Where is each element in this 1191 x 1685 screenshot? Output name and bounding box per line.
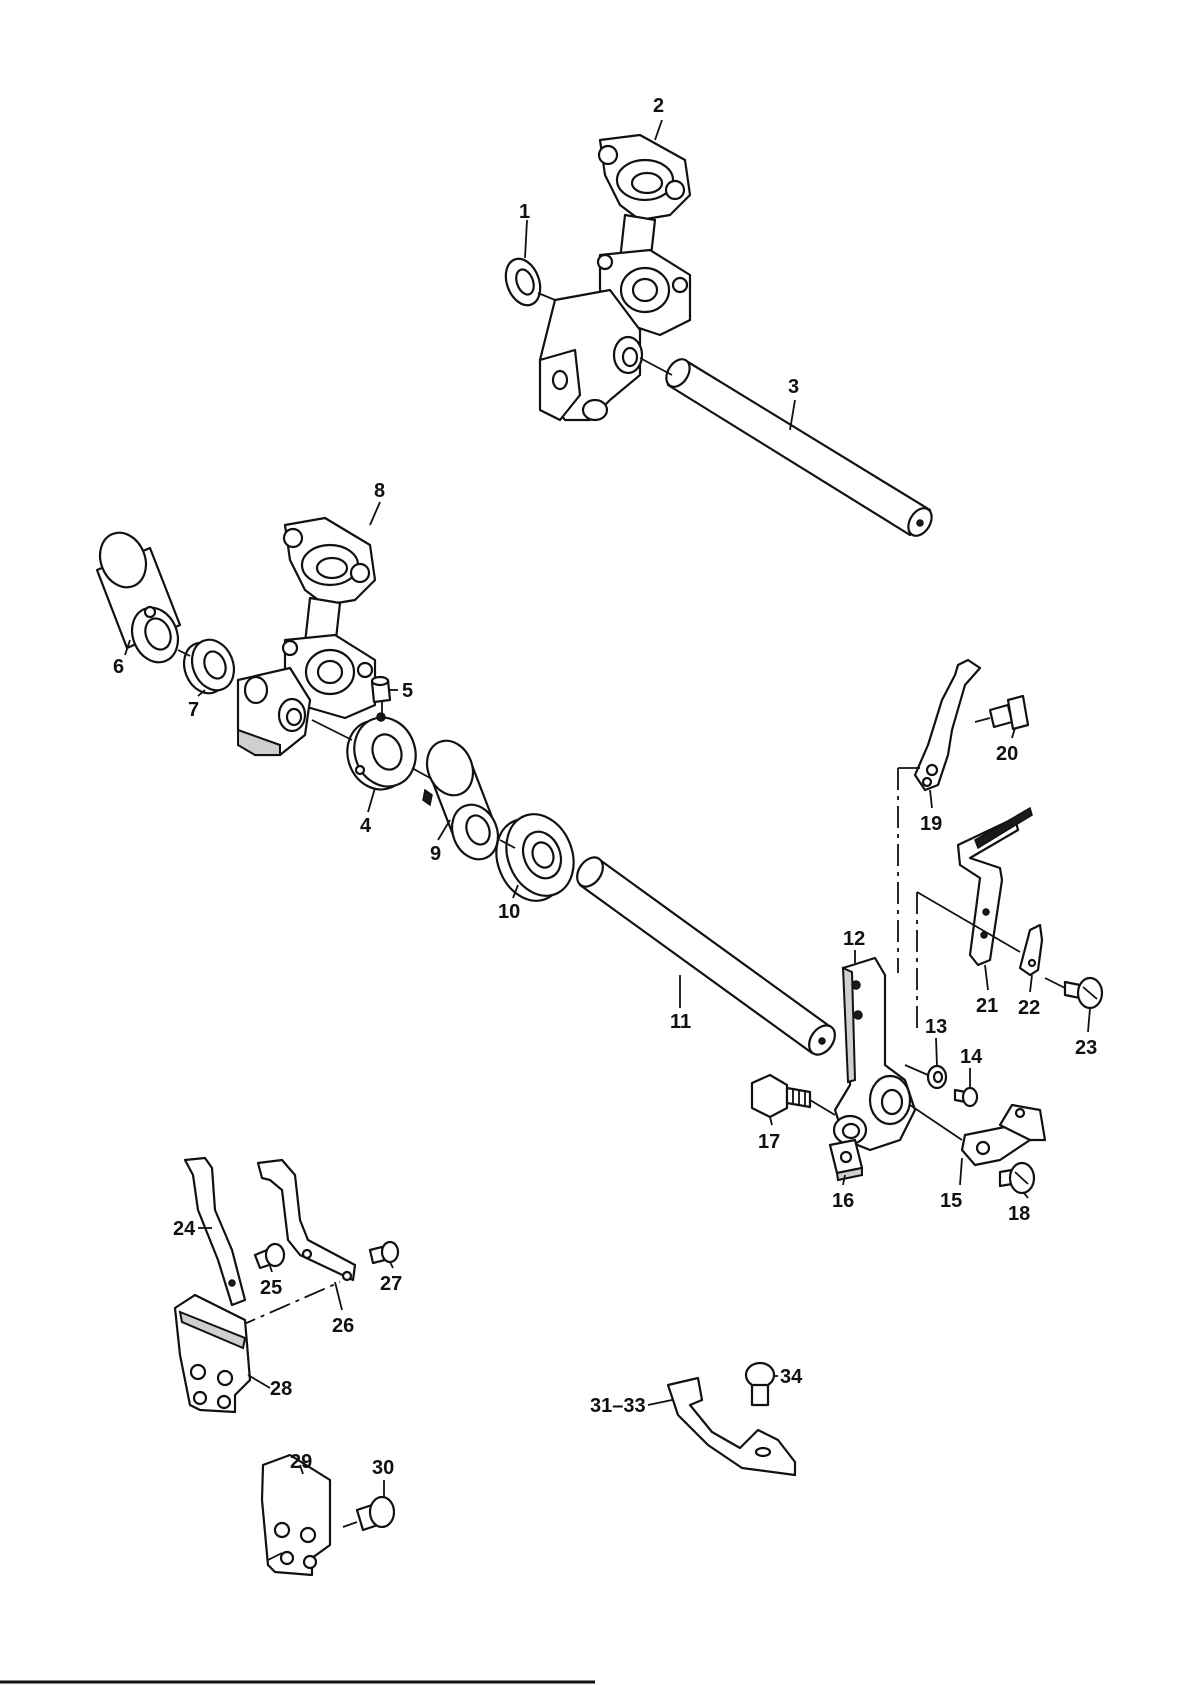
label-9: 9	[430, 843, 441, 865]
label-8: 8	[374, 480, 385, 502]
part-1-washer	[500, 254, 546, 310]
label-1: 1	[519, 201, 530, 223]
label-21: 21	[976, 995, 998, 1017]
label-34: 34	[780, 1366, 803, 1388]
part-34-screw	[746, 1363, 774, 1405]
label-28: 28	[270, 1378, 292, 1400]
label-4: 4	[360, 815, 372, 837]
label-31-33: 31–33	[590, 1395, 646, 1417]
label-20: 20	[996, 743, 1018, 765]
part-6-sleeve	[92, 526, 186, 669]
part-10-bearing	[485, 804, 586, 911]
label-22: 22	[1018, 997, 1040, 1019]
part-16-square-nut	[830, 1140, 862, 1180]
label-27: 27	[380, 1273, 402, 1295]
label-10: 10	[498, 901, 520, 923]
part-8-clamp-housing-lower	[238, 518, 375, 755]
label-11: 11	[670, 1011, 691, 1033]
label-29: 29	[290, 1451, 312, 1473]
part-13-washer	[928, 1066, 946, 1088]
part-25-screw	[255, 1244, 284, 1268]
label-12: 12	[843, 928, 865, 950]
label-13: 13	[925, 1016, 947, 1038]
label-23: 23	[1075, 1037, 1097, 1059]
label-2: 2	[653, 95, 664, 117]
label-7: 7	[188, 699, 199, 721]
part-17-bolt	[752, 1075, 810, 1117]
part-31-33-looper-guard	[668, 1378, 795, 1475]
part-20-screw	[975, 696, 1028, 729]
label-18: 18	[1008, 1203, 1030, 1225]
part-19-lever-top	[915, 660, 980, 790]
part-27-screw	[370, 1242, 398, 1263]
part-7-bushing	[177, 633, 242, 699]
part-4-collar	[338, 709, 425, 798]
part-5-set-screw	[372, 677, 390, 702]
label-17: 17	[758, 1131, 780, 1153]
part-21-bracket	[958, 808, 1032, 965]
part-14-screw	[955, 1088, 977, 1106]
part-22-clip	[1020, 925, 1042, 975]
label-6: 6	[113, 656, 124, 678]
label-15: 15	[940, 1190, 962, 1212]
part-12-crank-lever	[834, 958, 915, 1150]
part-23-screw	[1045, 978, 1102, 1008]
part-15-link-plate	[962, 1105, 1045, 1165]
label-3: 3	[788, 376, 799, 398]
label-19: 19	[920, 813, 942, 835]
part-30-screw	[343, 1497, 394, 1530]
part-28-plate	[175, 1295, 250, 1412]
label-14: 14	[960, 1046, 983, 1068]
label-25: 25	[260, 1277, 282, 1299]
label-5: 5	[402, 680, 413, 702]
part-29-plate	[262, 1455, 330, 1575]
label-26: 26	[332, 1315, 354, 1337]
part-18-screw	[1000, 1163, 1034, 1193]
label-16: 16	[832, 1190, 854, 1212]
part-11-shaft-lower	[572, 853, 840, 1060]
label-24: 24	[173, 1218, 196, 1240]
label-30: 30	[372, 1457, 394, 1479]
